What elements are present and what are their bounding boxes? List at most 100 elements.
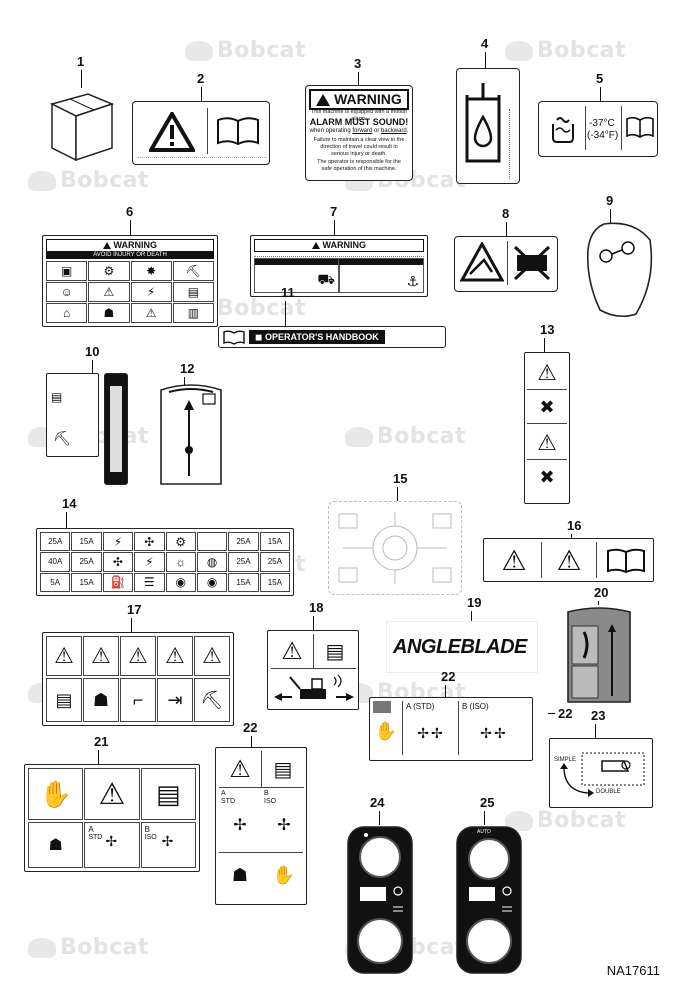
callout-2: 2	[197, 71, 205, 86]
control-arrows-icon: ✢	[161, 833, 174, 849]
warning-triangle-icon: ⚠	[219, 751, 262, 788]
leader-line	[484, 811, 485, 825]
leader-line	[92, 360, 93, 374]
callout-24: 23	[591, 708, 606, 723]
decal-control-strip	[104, 373, 128, 485]
watermark: Bobcat	[28, 935, 149, 960]
callout-14: 14	[62, 496, 77, 511]
leader-line	[598, 601, 599, 605]
leader-line	[358, 72, 359, 85]
crush-hazard-icon: ⚠	[527, 427, 567, 460]
fuse-cell: 15A	[71, 572, 102, 592]
callout-13: 13	[540, 322, 555, 337]
fan-icon: ✣	[102, 552, 134, 572]
fuse-cell: 15A	[71, 532, 102, 552]
leader-line	[66, 512, 67, 528]
decal-avoid-injury-warning: WARNING AVOID INJURY OR DEATH ▣⚙✸⛏ ☺⚠⚡▤ …	[42, 235, 218, 327]
leader-line	[506, 222, 507, 236]
headlight-icon: ☰	[134, 572, 165, 592]
controls-schematic-icon	[338, 512, 452, 584]
warning-triangle-icon	[149, 112, 195, 152]
callout-8: 8	[502, 206, 510, 221]
seatbelt-operator-icon: ☗	[83, 678, 119, 722]
leader-line	[251, 736, 252, 747]
watermark: Bobcat	[505, 808, 626, 833]
callout-17: 17	[127, 602, 142, 617]
leader-line	[610, 209, 611, 223]
callout-9: 9	[606, 193, 614, 208]
decal-motion-alarm-warning: WARNING This machine is equipped with a …	[305, 85, 413, 181]
pattern-iso: ISO	[144, 834, 157, 841]
warning-header: WARNING	[254, 239, 424, 252]
pattern-std: STD	[88, 834, 103, 841]
temp-fahrenheit: (-34°F)	[587, 130, 619, 141]
excavator-icon: ⛏	[194, 678, 230, 722]
fuse-cell: 25A	[228, 552, 259, 572]
callout-4: 4	[481, 36, 489, 51]
decal-angleblade: ANGLEBLADE	[386, 621, 538, 673]
control-arrows-icon: ✢	[277, 817, 291, 834]
falling-object-icon: ⚠	[527, 357, 567, 390]
alarm-line-4: Failure to maintain a clear view in the …	[313, 137, 405, 157]
manual-book-icon	[223, 330, 245, 345]
callout-6: 6	[126, 204, 134, 219]
alarm-line-2: ALARM MUST SOUND!	[309, 117, 409, 127]
fuse-cell: 40A	[40, 552, 71, 572]
electric-hazard-icon: ⚠	[157, 636, 193, 676]
decal-fuse-panel: 25A 15A ⚡ ✣ ⚙ 25A 15A 40A 25A ✣ ⚡ ☼ ◍ 25…	[36, 528, 294, 596]
decal-hazard-stack: ⚠ ✖ ⚠ ✖	[524, 352, 570, 504]
warning-header: WARNING	[46, 239, 214, 252]
warning-header: WARNING	[309, 89, 409, 110]
manual-book-icon: ▤	[314, 634, 356, 669]
warning-triangle-icon	[102, 242, 111, 250]
fuse-cell: 25A	[71, 552, 102, 572]
fuse-cell: 5A	[40, 572, 71, 592]
leader-line	[184, 377, 185, 385]
alarm-line-5: The operator is responsible for the safe…	[317, 159, 401, 172]
callout-1: 1	[77, 54, 85, 69]
decal-coolant-temperature: -37°C (-34°F)	[538, 101, 658, 157]
pattern-b: B	[264, 790, 269, 797]
figure-code: NA17611	[606, 963, 660, 978]
fuse-cell: 25A	[259, 552, 290, 572]
decal-oval-pictogram	[586, 222, 653, 318]
decal-control-pattern: ✋ A (STD) ✢✢ B (ISO) ✢✢	[369, 697, 533, 761]
leader-line	[595, 724, 596, 738]
operator-seat-icon: ☗	[231, 864, 249, 885]
leader-line	[379, 811, 380, 825]
callout-16: 16	[567, 518, 582, 533]
leader-dash	[548, 713, 555, 714]
decal-safety-pictograms: ⚠ ⚠ ⚠ ⚠ ⚠ ▤ ☗ ⌐ ⇥ ⛏	[42, 632, 234, 726]
decal-control-pattern-large: ✋ ⚠ ▤ ☗ A STD ✢ B ISO ✢	[24, 764, 200, 872]
decal-controls-diagram	[328, 501, 462, 595]
fuse-cell: 25A	[228, 532, 259, 552]
callout-20: 20	[594, 585, 609, 600]
callout-21: 21	[94, 734, 109, 749]
alarm-line-1: This machine is equipped with a motion a…	[310, 109, 408, 122]
leader-line	[130, 220, 131, 235]
control-arrows-icon: ✢✢	[417, 724, 445, 741]
kit-box-icon	[49, 93, 115, 162]
pattern-b-iso: B (ISO)	[462, 702, 489, 711]
fuse-cell: 25A	[40, 532, 71, 552]
leader-line	[544, 338, 545, 352]
callout-22-alt: 22	[558, 706, 573, 721]
callout-5: 5	[596, 71, 604, 86]
callout-3: 3	[354, 56, 362, 71]
transport-panel: ⛟	[254, 258, 340, 293]
decal-climate-control-left	[347, 826, 413, 974]
hydraulic-cylinder-drop-icon	[465, 83, 501, 163]
no-hands-icon: ✖	[527, 391, 567, 424]
manual-book-icon: ▤	[262, 751, 304, 788]
leader-line	[98, 750, 99, 764]
manual-book-icon	[607, 548, 645, 574]
callout-11: 11	[281, 285, 295, 300]
decal-crush-hazard	[454, 236, 558, 292]
lever-selector-icon	[560, 752, 645, 797]
warning-pictograms: ▣⚙✸⛏ ☺⚠⚡▤ ⌂☗⚠▥	[46, 261, 214, 323]
callout-19: 19	[467, 595, 482, 610]
double-label: DOUBLE	[596, 789, 621, 795]
callout-18: 18	[309, 600, 324, 615]
pattern-iso: ISO	[264, 798, 277, 805]
decal-transport-lift-warning: WARNING ⛟ ⚓	[250, 235, 428, 297]
